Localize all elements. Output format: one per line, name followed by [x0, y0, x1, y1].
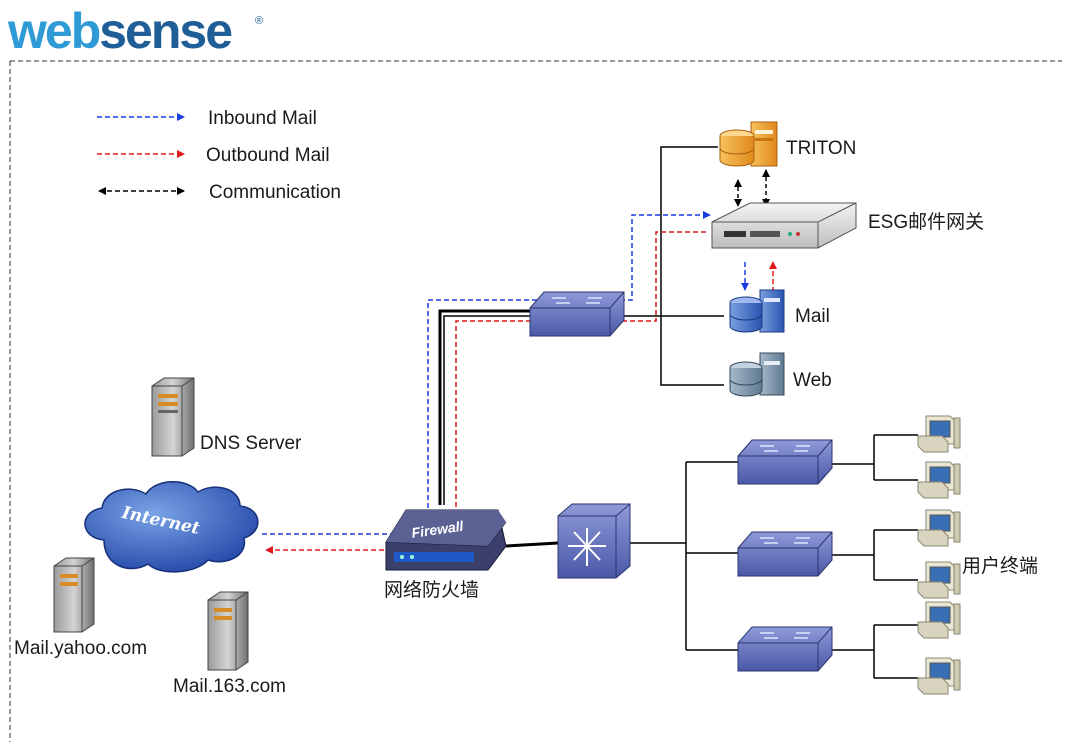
outbound-mail-path: [265, 231, 777, 554]
lan-lines: [630, 434, 918, 679]
websense-logo: websense ®: [7, 3, 263, 59]
firewall-icon: [385, 509, 507, 571]
web-label: Web: [793, 370, 832, 391]
dns-server-label: DNS Server: [200, 433, 302, 454]
inbound-mail-path: [262, 211, 749, 535]
esg-gateway-label: ESG邮件网关: [868, 211, 984, 233]
user-pc-2-icon: [917, 461, 961, 499]
legend-inbound-label: Inbound Mail: [208, 108, 317, 129]
triton-server-icon: [719, 121, 778, 167]
triton-label: TRITON: [786, 138, 856, 159]
yahoo-mail-label: Mail.yahoo.com: [14, 638, 147, 659]
legend-communication-label: Communication: [209, 182, 341, 203]
dmz-switch-icon: [529, 291, 625, 337]
user-pc-4-icon: [917, 561, 961, 599]
mail-163-label: Mail.163.com: [173, 676, 286, 697]
core-router-switch-icon: [557, 503, 631, 579]
internet-cloud-icon: [84, 481, 259, 573]
svg-text:websense: websense: [7, 3, 232, 59]
legend: Inbound Mail Outbound Mail Communication: [97, 108, 341, 203]
access-switch-3-icon: [737, 626, 833, 672]
user-pc-6-icon: [917, 657, 961, 695]
access-switch-1-icon: [737, 439, 833, 485]
access-switch-2-icon: [737, 531, 833, 577]
firewall-device-label: Firewall: [410, 518, 465, 541]
logo-part-web: web: [7, 3, 100, 59]
server-bus-lines: [622, 146, 724, 386]
user-terminals-label: 用户终端: [962, 555, 1038, 577]
web-server-icon: [729, 352, 785, 397]
firewall-label: 网络防火墙: [384, 579, 479, 601]
triton-esg-communication: [734, 169, 770, 207]
user-pc-5-icon: [917, 601, 961, 639]
user-pc-1-icon: [917, 415, 961, 453]
mail-server-icon: [729, 289, 785, 333]
yahoo-mail-server-icon: [53, 557, 95, 633]
user-pc-3-icon: [917, 509, 961, 547]
mail-label: Mail: [795, 306, 830, 327]
registered-mark: ®: [255, 15, 263, 27]
dns-server-icon: [151, 377, 195, 457]
uplink-lines: [438, 309, 559, 548]
logo-part-sense: sense: [99, 3, 232, 59]
mail-163-server-icon: [207, 591, 249, 671]
diagram-frame: [9, 60, 1062, 742]
legend-outbound-label: Outbound Mail: [206, 145, 330, 166]
esg-gateway-icon: [711, 202, 857, 249]
